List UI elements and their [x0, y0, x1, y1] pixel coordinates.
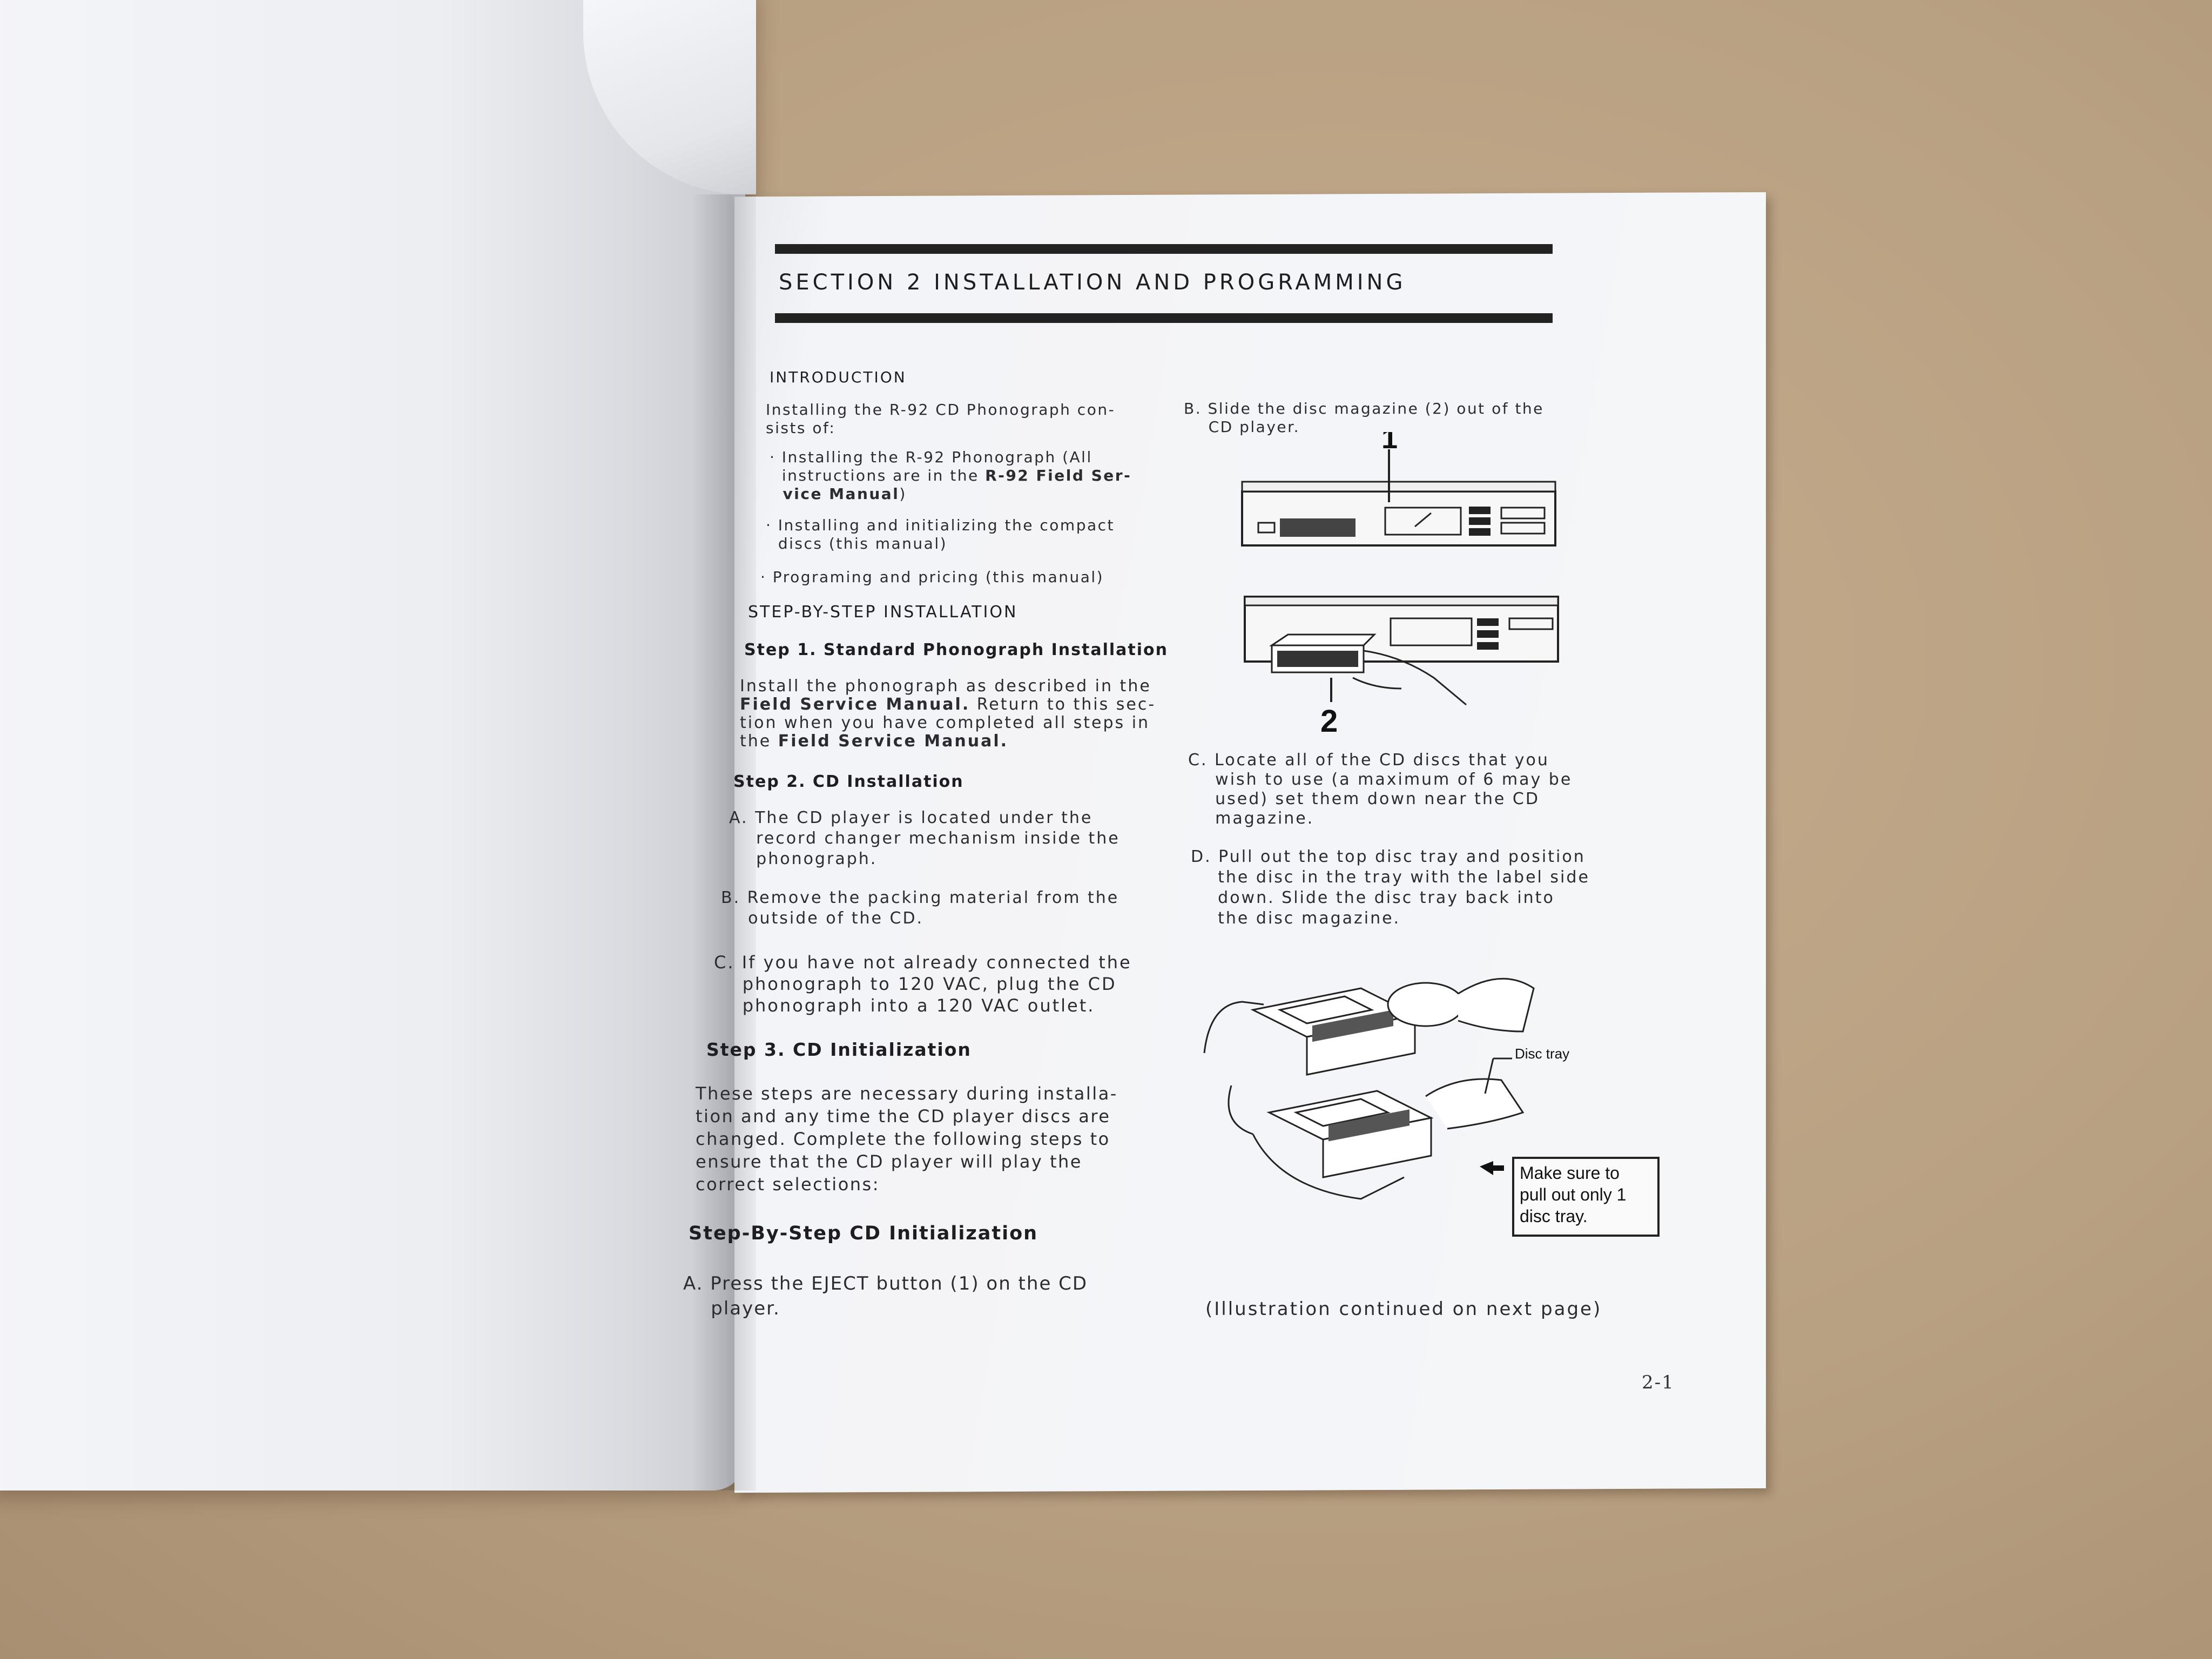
- warning-text: Make sure to pull out only 1 disc tray.: [1520, 1163, 1627, 1226]
- arrow-right-icon: [1480, 1161, 1504, 1175]
- step1-text: Install the phonograph as described in t…: [740, 677, 1156, 751]
- step3-text: These steps are necessary during install…: [696, 1083, 1118, 1195]
- bullet-item: · Installing the R-92 Phonograph (All in…: [770, 448, 1131, 503]
- step2-item-a: A. The CD player is located under the re…: [729, 808, 1120, 868]
- step1-bold-b: Field Service Manual.: [778, 732, 1009, 751]
- bullet-pre: · Installing the R-92 Phonograph (All in…: [770, 448, 1092, 484]
- step1-heading: Step 1. Standard Phonograph Installation: [744, 640, 1168, 659]
- left-page: [0, 0, 745, 1491]
- callout-2: 2: [1320, 704, 1338, 737]
- step2-heading: Step 2. CD Installation: [733, 772, 964, 791]
- callout-1: 1: [1381, 432, 1398, 455]
- gutter-shadow: [691, 194, 756, 1491]
- step-b-slide: B. Slide the disc magazine (2) out of th…: [1184, 400, 1544, 436]
- step1-bold-a: Field Service Manual.: [740, 695, 970, 714]
- section-title: SECTION 2 INSTALLATION AND PROGRAMMING: [779, 270, 1406, 295]
- step1-text-b: Return to this sec- tion when you have c…: [740, 695, 1156, 751]
- step-d-pull: D. Pull out the top disc tray and positi…: [1191, 847, 1590, 928]
- bullet-bold: R-92 Field Ser- vice Manual: [783, 467, 1132, 503]
- step1-text-a: Install the phonograph as described in t…: [740, 677, 1151, 696]
- intro-heading: INTRODUCTION: [770, 368, 907, 386]
- sbs-cd-initialization-heading: Step-By-Step CD Initialization: [689, 1223, 1038, 1244]
- bullet-item: · Installing and initializing the compac…: [766, 516, 1115, 552]
- header-rule-top: [775, 244, 1553, 254]
- warning-box: Make sure to pull out only 1 disc tray.: [1512, 1157, 1660, 1237]
- step-c-locate: C. Locate all of the CD discs that you w…: [1188, 751, 1573, 828]
- sbs-installation-heading: STEP-BY-STEP INSTALLATION: [748, 603, 1018, 622]
- step2-item-b: B. Remove the packing material from the …: [721, 888, 1120, 928]
- bullet-item: · Programing and pricing (this manual): [760, 568, 1104, 586]
- cd-player-illustration: 1: [1241, 432, 1556, 547]
- bullet-post: ): [899, 485, 907, 503]
- intro-text: Installing the R-92 CD Phonograph con- s…: [766, 401, 1116, 437]
- disc-tray-label: Disc tray: [1515, 1046, 1569, 1062]
- illustration-continued-note: (Illustration continued on next page): [1205, 1298, 1602, 1320]
- header-rule-bottom: [775, 313, 1553, 323]
- step-a-eject: A. Press the EJECT button (1) on the CD …: [683, 1273, 1088, 1319]
- disc-tray-illustration: Disc tray: [1203, 977, 1569, 1200]
- magazine-eject-illustration: 2: [1244, 596, 1559, 737]
- step2-item-c: C. If you have not already connected the…: [714, 952, 1132, 1016]
- step3-heading: Step 3. CD Initialization: [706, 1039, 972, 1060]
- page-number: 2-1: [1642, 1372, 1675, 1393]
